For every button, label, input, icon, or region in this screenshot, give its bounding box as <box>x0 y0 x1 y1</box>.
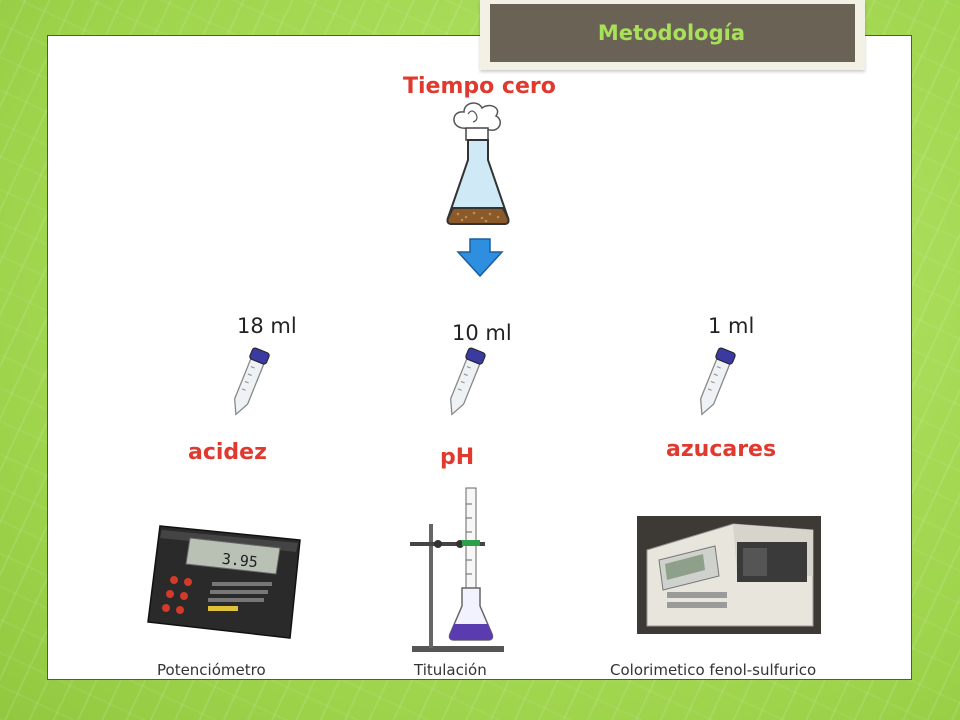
title-tab: Metodología <box>480 0 865 70</box>
tube-volume-2: 10 ml <box>452 321 512 345</box>
ph-meter-icon: 3.95 <box>147 525 301 639</box>
erlenmeyer-flask-icon <box>446 102 510 225</box>
caption-colorimeter: Colorimetico fenol-sulfurico <box>610 661 817 679</box>
tube-volume-1: 18 ml <box>237 314 297 338</box>
down-arrow-icon <box>456 238 504 278</box>
meter-display-value: 3.95 <box>221 550 259 572</box>
centrifuge-tube-icon <box>233 347 270 416</box>
centrifuge-tube-icon <box>449 347 486 416</box>
start-label: Tiempo cero <box>403 74 556 99</box>
titration-setup-icon <box>410 487 504 652</box>
tube-label-3: azucares <box>666 437 777 462</box>
tube-volume-3: 1 ml <box>708 314 755 338</box>
tube-label-1: acidez <box>188 440 267 465</box>
centrifuge-tube-icon <box>699 347 736 416</box>
spectrophotometer-icon <box>646 523 814 627</box>
caption-potentiometer: Potenciómetro <box>157 661 266 679</box>
caption-titration: Titulación <box>414 661 487 679</box>
tube-label-2: pH <box>440 445 475 470</box>
title-bar: Metodología <box>490 4 855 62</box>
slide-title: Metodología <box>597 21 745 45</box>
spectrophotometer-photo <box>637 516 821 634</box>
